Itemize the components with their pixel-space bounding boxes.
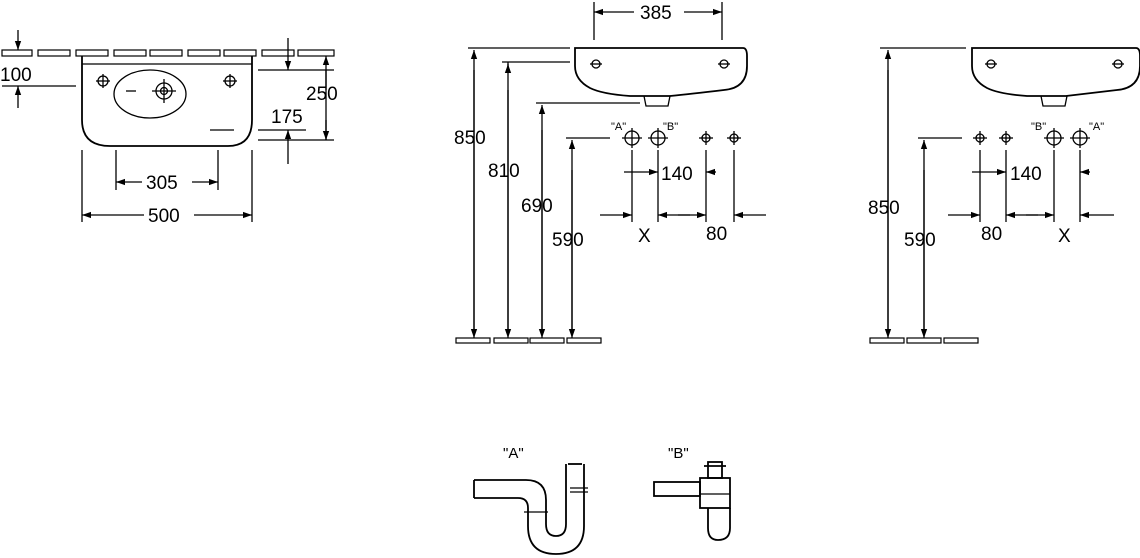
connection-a-right [1070,128,1090,148]
fixing-point-right [223,74,237,88]
dim-850-right-label: 850 [868,198,900,219]
fixing-point-r1 [985,59,997,69]
dim-850-left-label: 850 [454,128,486,149]
label-b-left: "B" [663,121,678,133]
dim-x-left-label: X [638,226,651,247]
connection-a-left [622,128,642,148]
front-view-left: 385 850 810 690 590 [454,2,766,344]
fixing-point-l2 [718,59,730,69]
basin-front-right [971,47,1140,97]
floor-left [455,337,602,344]
floor-right [869,337,979,344]
basin-top-outline [81,56,253,147]
dim-wall-depth-label: 100 [0,65,32,86]
dim-x-right-label: X [1058,226,1071,247]
dim-385-label: 385 [640,3,672,24]
dim-590-left-label: 590 [552,230,584,251]
fixing-point-r2 [1112,59,1124,69]
dim-80-right-label: 80 [981,224,1002,245]
dim-140-right-label: 140 [1010,164,1042,185]
label-a-right: "A" [1089,121,1104,133]
dim-total-width-label: 500 [148,206,180,227]
supply-point-4 [999,131,1013,145]
connection-b-left [648,128,668,148]
dim-outlet-label: 175 [271,107,303,128]
supply-point-1 [699,131,713,145]
dim-690-label: 690 [521,196,553,217]
basin-front-left [574,47,748,97]
label-b-right: "B" [1031,121,1046,133]
fixing-point-left [96,74,110,88]
trap-b-label: "B" [668,445,689,462]
supply-point-2 [727,131,741,145]
dim-bowl-width-label: 305 [146,173,178,194]
top-view: 100 250 175 305 500 [0,30,338,227]
connection-b-right [1044,128,1064,148]
front-view-right: 850 590 "B" "A" [868,47,1140,344]
dim-140-left-label: 140 [661,164,693,185]
dim-80-left-label: 80 [706,224,727,245]
trap-a-label: "A" [503,445,524,462]
dim-590-right-label: 590 [904,230,936,251]
fixing-point-l1 [590,59,602,69]
supply-point-3 [973,131,987,145]
bowl-outline [113,69,187,119]
label-a-left: "A" [611,121,626,133]
tap-hole [152,79,176,103]
dim-810-label: 810 [488,161,520,182]
dim-height-label: 250 [306,84,338,105]
trap-b: "B" [653,445,731,541]
trap-a: "A" [473,445,588,555]
wall-top-view [1,49,335,57]
